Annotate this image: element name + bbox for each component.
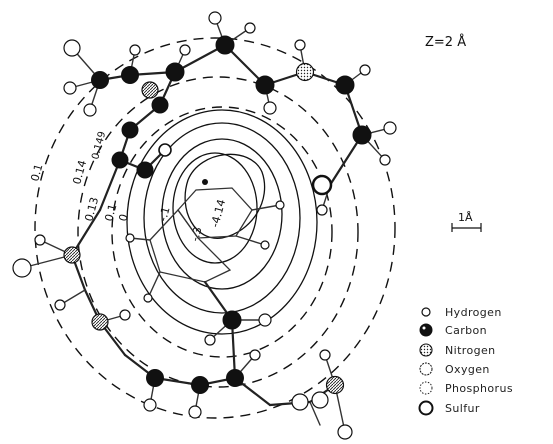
contour-solid-4 (172, 152, 258, 264)
contour-solid-3 (161, 138, 283, 290)
legend-item-hydrogen: Hydrogen (421, 306, 502, 319)
contour-dashed-3 (111, 106, 333, 358)
contour-dashed-2 (77, 76, 359, 388)
contour-label-0.149: 0.149 (90, 130, 108, 161)
hydrogen-symbol-icon (421, 307, 431, 317)
legend-item-nitrogen: Nitrogen (419, 343, 496, 357)
legend-item-oxygen: Oxygen (419, 362, 490, 376)
scale-bar: 1Å (451, 211, 482, 232)
legend-label-hydrogen: Hydrogen (445, 306, 502, 319)
nitrogen-symbol-icon (419, 343, 433, 357)
contour-label-minus-4.14: -4.14 (208, 198, 228, 229)
legend-label-carbon: Carbon (445, 324, 487, 337)
legend-item-carbon: Carbon (419, 323, 487, 337)
legend-label-sulfur: Sulfur (445, 402, 480, 415)
contour-inner (184, 153, 266, 239)
contour-solid-1 (126, 109, 318, 335)
phosphorus-symbol-icon (419, 381, 433, 395)
contour-label-0.13: 0.13 (82, 196, 101, 223)
legend-label-oxygen: Oxygen (445, 363, 490, 376)
contour-label-0.1-inner: 0.1 (102, 203, 119, 223)
legend-item-phosphorus: Phosphorus (419, 381, 513, 395)
legend-label-phosphorus: Phosphorus (445, 382, 513, 395)
sulfur-symbol-icon (418, 400, 434, 416)
contour-lines (34, 37, 396, 419)
legend-item-sulfur: Sulfur (418, 400, 480, 416)
atom-legend: Hydrogen Carbon Nitrogen Oxygen Phosphor… (418, 306, 513, 416)
contour-outer-dashed (34, 37, 396, 419)
atoms (12, 11, 397, 440)
contour-label-0.1-outer: 0.1 (28, 163, 45, 183)
contour-label-minus-0.3: -.3 (188, 225, 204, 242)
contour-label-0.14: 0.14 (70, 159, 89, 186)
legend-label-nitrogen: Nitrogen (445, 344, 496, 357)
z-height-label: Z=2 Å (425, 34, 466, 50)
scale-bar-label: 1Å (458, 211, 473, 224)
contour-label-0: 0 (116, 213, 130, 223)
contour-label-minus-0.1: -.1 (156, 205, 172, 222)
contour-labels: 0.1 0.13 0.14 0.149 0.1 0 -.1 -.3 -4.14 (28, 130, 228, 243)
carbon-symbol-icon (419, 323, 433, 337)
oxygen-symbol-icon (419, 362, 433, 376)
contour-solid-2 (143, 122, 301, 314)
